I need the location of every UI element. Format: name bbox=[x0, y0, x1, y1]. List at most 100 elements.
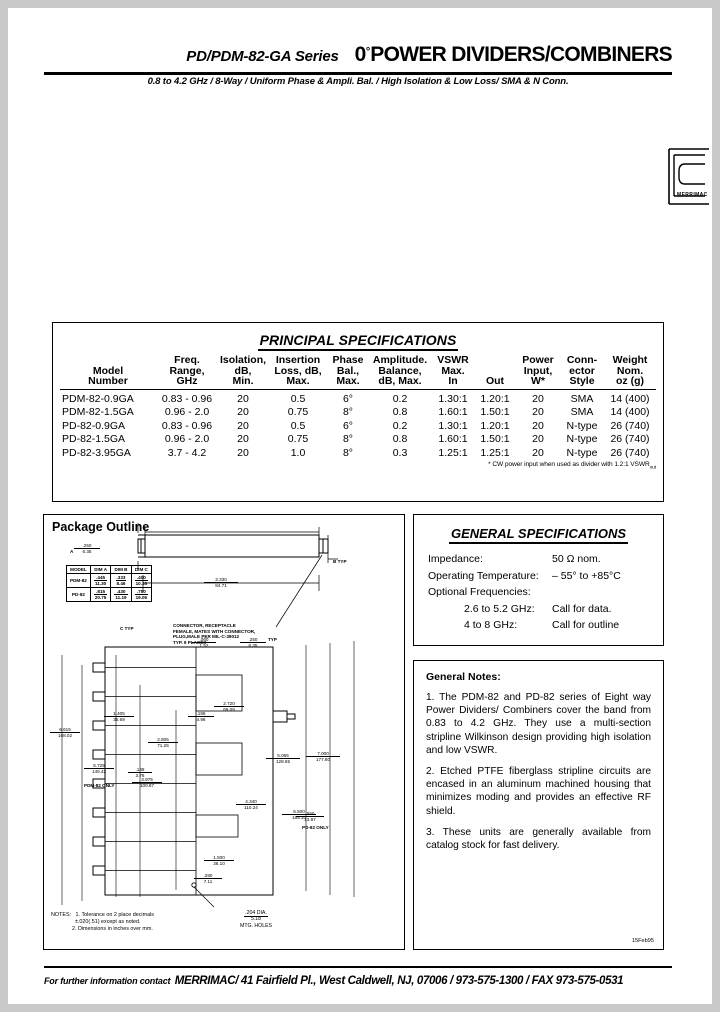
dim-5725-mm: 145.42 bbox=[91, 769, 107, 775]
dim-0280-mm: 7.11 bbox=[203, 879, 213, 885]
cell-phase-bal: 8° bbox=[342, 433, 354, 446]
cell-phase-bal: 8° bbox=[342, 446, 354, 459]
cell-isolation: 20 bbox=[237, 433, 249, 446]
general-spec-row: Optional Frequencies: bbox=[428, 584, 663, 601]
merrimac-logo: MERRIMAC bbox=[665, 146, 711, 208]
dim-0250-in: .250 bbox=[240, 637, 266, 644]
cell-insertion-loss: 0.5 bbox=[290, 392, 306, 405]
dim-a-value-mm: 6.35 bbox=[82, 549, 92, 555]
page-title: POWER DIVIDERS/COMBINERS bbox=[370, 43, 672, 66]
principal-specifications-body: PDM-82-0.9GA 0.83 - 0.96 20 0.5 6° 0.2 1… bbox=[60, 389, 656, 460]
general-notes-title: General Notes: bbox=[426, 671, 501, 683]
dim-3975-mm: 100.97 bbox=[139, 783, 155, 789]
cell-model: PD-82-3.95GA bbox=[62, 446, 131, 459]
footnote-subscript: out bbox=[649, 465, 656, 471]
cell-insertion-loss: 0.5 bbox=[290, 419, 306, 432]
dim-1405-in: 1.405 bbox=[104, 711, 134, 718]
table-row: PDM-82-0.9GA 0.83 - 0.96 20 0.5 6° 0.2 1… bbox=[60, 389, 656, 406]
cell-insertion-loss: 1.0 bbox=[290, 446, 306, 459]
cell-connector-style: N-type bbox=[566, 446, 598, 459]
principal-specifications-panel: PRINCIPAL SPECIFICATIONS Model Number Fr… bbox=[52, 322, 664, 502]
general-spec-key: 4 to 8 GHz: bbox=[464, 619, 518, 631]
general-specifications-rows: Impedance: 50 Ω nom. Operating Temperatu… bbox=[428, 551, 663, 634]
pdm-only-label: PDM-82 ONLY bbox=[84, 783, 115, 788]
col-vswr-out: Out bbox=[474, 355, 516, 390]
cell-connector-style: SMA bbox=[570, 392, 594, 405]
general-spec-row: Impedance: 50 Ω nom. bbox=[428, 551, 663, 568]
dim-5065-in: 5.065 bbox=[266, 753, 300, 760]
dim-header-row: MODEL DIM A DIM B DIM C bbox=[66, 565, 153, 574]
cell-phase-bal: 6° bbox=[342, 419, 354, 432]
cell-phase-bal: 8° bbox=[342, 406, 354, 419]
principal-specifications-table: Model Number Freq. Range, GHz Isolation,… bbox=[60, 355, 656, 460]
zero-degree-value: 0 bbox=[354, 43, 367, 66]
cell-isolation: 20 bbox=[237, 446, 249, 459]
cell-weight: 14 (400) bbox=[610, 406, 650, 419]
cell-freq-range: 0.83 - 0.96 bbox=[161, 419, 213, 432]
cell-power-input: 20 bbox=[532, 419, 544, 432]
dim-a-in: .445 bbox=[93, 575, 108, 581]
header-divider bbox=[44, 72, 672, 75]
col-power-input: Power Input, W* bbox=[516, 355, 560, 390]
cell-amplitude-balance: 0.2 bbox=[392, 419, 408, 432]
col-weight: Weight Nom. oz (g) bbox=[604, 355, 656, 390]
table-header-row: Model Number Freq. Range, GHz Isolation,… bbox=[60, 354, 656, 390]
table-row: PD-82-0.9GA 0.83 - 0.96 20 0.5 6° 0.2 1.… bbox=[60, 419, 656, 433]
dim-4340-in: 4.340 bbox=[236, 799, 266, 806]
dim-b-mm: 8.46 bbox=[116, 581, 126, 586]
header-subtitle: 0.8 to 4.2 GHz / 8-Way / Uniform Phase &… bbox=[147, 76, 569, 87]
revision-date-stamp: 15Feb95 bbox=[631, 938, 654, 944]
dim-6615-in: 6.615 bbox=[50, 727, 80, 734]
col-insertion-loss: Insertion Loss, dB, Max. bbox=[268, 355, 328, 390]
cell-weight: 26 (740) bbox=[610, 433, 650, 446]
cell-vswr-in: 1.60:1 bbox=[438, 406, 468, 419]
general-specifications-panel: GENERAL SPECIFICATIONS Impedance: 50 Ω n… bbox=[413, 514, 664, 646]
page-footer: For further information contact MERRIMAC… bbox=[44, 966, 672, 989]
cell-isolation: 20 bbox=[237, 419, 249, 432]
col-isolation: Isolation, dB, Min. bbox=[218, 354, 268, 390]
dim-a-mm: 11.30 bbox=[94, 581, 107, 586]
cell-freq-range: 0.96 - 2.0 bbox=[164, 406, 210, 419]
table-row: PD-82-3.95GA 3.7 - 4.2 20 1.0 8° 0.3 1.2… bbox=[60, 446, 656, 460]
cell-power-input: 20 bbox=[532, 446, 544, 459]
cell-vswr-out: 1.25:1 bbox=[480, 446, 510, 459]
dim-0060-mm: 1.52 bbox=[199, 643, 209, 649]
cell-vswr-out: 1.50:1 bbox=[480, 406, 510, 419]
cell-power-input: 20 bbox=[532, 433, 544, 446]
dim-6615-mm: 168.02 bbox=[57, 733, 73, 739]
cell-amplitude-balance: 0.3 bbox=[392, 446, 408, 459]
cell-freq-range: 3.7 - 4.2 bbox=[167, 446, 207, 459]
col-model-number: Model Number bbox=[60, 355, 156, 390]
cell-vswr-out: 1.20:1 bbox=[480, 392, 510, 405]
cell-vswr-in: 1.30:1 bbox=[438, 392, 468, 405]
cell-model: PDM-82-0.9GA bbox=[62, 392, 134, 405]
cell-vswr-in: 1.30:1 bbox=[438, 419, 468, 432]
cell-connector-style: SMA bbox=[570, 406, 594, 419]
typ-label: TYP bbox=[268, 637, 277, 642]
footer-prefix: For further information contact bbox=[44, 976, 171, 986]
general-spec-key: 2.6 to 5.2 GHz: bbox=[464, 602, 535, 615]
dim-1405-mm: 35.69 bbox=[113, 717, 125, 723]
logo-caption: MERRIMAC bbox=[677, 192, 708, 198]
dim-a-mm: 20.75 bbox=[94, 595, 107, 600]
dim-2805-mm: 71.25 bbox=[157, 743, 169, 749]
b-typ-label: B TYP bbox=[333, 559, 347, 564]
mtg-hole-dim-in: .204 DIA. bbox=[244, 910, 268, 917]
specifications-footnote: * CW power input when used as divider wi… bbox=[53, 461, 656, 470]
cell-amplitude-balance: 0.2 bbox=[392, 392, 408, 405]
pd-only-label: PD-82 ONLY bbox=[302, 825, 329, 830]
dim-c-in: .400 bbox=[134, 575, 149, 581]
cell-vswr-out: 1.50:1 bbox=[480, 433, 510, 446]
cell-freq-range: 0.83 - 0.96 bbox=[161, 392, 213, 405]
dim-2720-mm: 69.09 bbox=[223, 707, 235, 713]
